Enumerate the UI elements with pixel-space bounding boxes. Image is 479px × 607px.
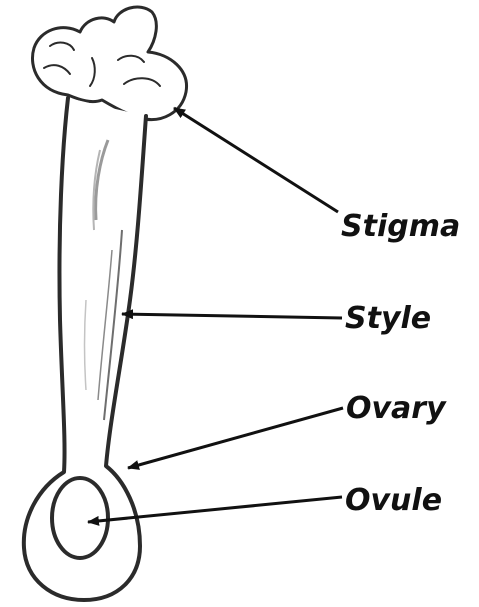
ovary-label: Ovary <box>346 394 446 424</box>
stigma-drawing <box>32 7 186 120</box>
style-label: Style <box>345 304 431 334</box>
ovary-arrow <box>128 408 343 468</box>
stigma-arrow <box>174 108 338 212</box>
ovule-label: Ovule <box>345 486 442 516</box>
ovule-drawing <box>52 478 108 558</box>
style-arrow <box>122 314 342 318</box>
stigma-label: Stigma <box>341 212 460 242</box>
